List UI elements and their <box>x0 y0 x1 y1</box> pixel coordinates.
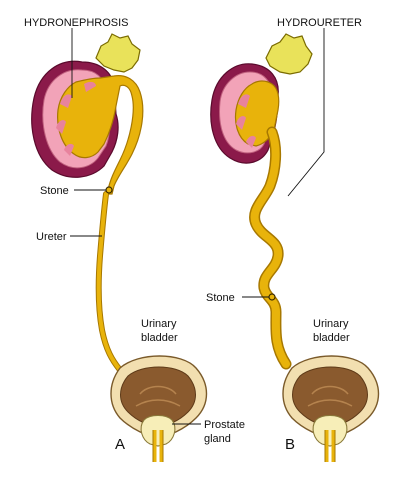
prostate-label-line1: Prostate <box>204 419 245 431</box>
dilated-pelvis-a <box>57 75 144 195</box>
bladder-a-label-line1: Urinary <box>141 318 177 330</box>
prostate-label-line2: gland <box>204 433 231 445</box>
panel-b-letter: B <box>285 436 295 453</box>
urethra-edge <box>324 430 336 462</box>
bladder-b-label-line2: bladder <box>313 332 350 344</box>
bladder-fold <box>307 399 353 407</box>
pyramid <box>236 116 246 130</box>
bladder-fold <box>139 385 177 395</box>
stone-a-label: Stone <box>40 185 69 197</box>
bladder-fold <box>311 385 349 395</box>
pyramid <box>60 94 72 108</box>
prostate-b <box>312 414 348 447</box>
adrenal-gland-icon <box>265 33 313 75</box>
hydroureter-title: HYDROURETER <box>277 17 362 29</box>
bladder-b-inner <box>292 366 368 427</box>
stone-b-label: Stone <box>206 292 235 304</box>
prostate-a <box>140 414 176 447</box>
bladder-a-label-line2: bladder <box>141 332 178 344</box>
stone-a <box>105 186 113 194</box>
stone-b <box>268 293 276 301</box>
ureter-label: Ureter <box>36 231 67 243</box>
pyramid <box>238 94 250 108</box>
pyramid <box>246 135 256 148</box>
urethra-a <box>153 430 163 462</box>
urethra-edge <box>152 430 164 462</box>
panel-b: HYDROURETER Stone Urinary bladder B <box>206 17 380 462</box>
pyramid <box>64 143 74 156</box>
panel-a-letter: A <box>115 436 125 453</box>
adrenal-gland-icon <box>95 33 141 73</box>
panel-a: HYDRONEPHROSIS Stone Ureter Urinary blad… <box>24 17 245 462</box>
bladder-b-label-line1: Urinary <box>313 318 349 330</box>
hydronephrosis-title: HYDRONEPHROSIS <box>24 17 129 29</box>
leader-hydroureter <box>287 28 325 197</box>
pyramid <box>84 81 96 92</box>
urethra-b <box>325 430 335 462</box>
bladder-fold <box>135 399 181 407</box>
pyramid <box>56 120 66 134</box>
bladder-a-inner <box>120 366 196 427</box>
